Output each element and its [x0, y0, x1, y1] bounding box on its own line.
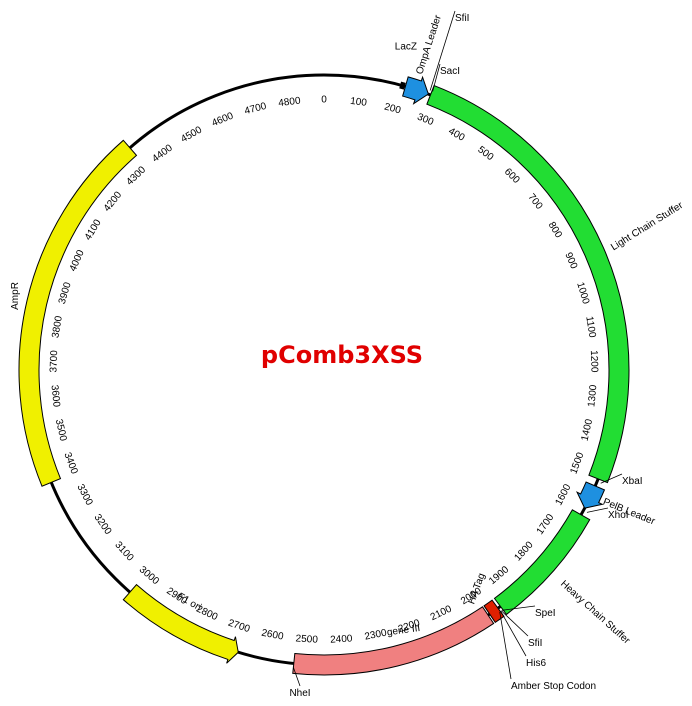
tick-label: 1300: [586, 384, 599, 408]
site-line-xhoi: [586, 507, 609, 513]
site-line-spei: [501, 605, 536, 611]
tick-label: 4100: [83, 217, 104, 242]
tick-label: 2800: [194, 604, 219, 624]
tick-label: 3000: [137, 564, 161, 587]
site-label-spei: SpeI: [535, 608, 556, 619]
tick-label: 4800: [278, 95, 302, 109]
tick-label: 700: [525, 192, 544, 212]
site-line-amber-stop-codon: [499, 611, 512, 680]
tick-label: 100: [350, 96, 368, 109]
feature-label-gene-iii: gene III: [386, 623, 421, 639]
tick-label: 800: [546, 220, 564, 240]
tick-label: 1000: [574, 281, 591, 306]
tick-label: 2700: [227, 618, 252, 636]
tick-label: 4200: [102, 189, 125, 214]
site-label-amber-stop-codon: Amber Stop Codon: [511, 681, 596, 692]
site-line-sfii: [429, 10, 456, 91]
tick-label: 3900: [57, 281, 74, 306]
tick-label: 3200: [92, 512, 114, 537]
feature-label-ampr: AmpR: [10, 282, 21, 310]
tick-label: 1400: [580, 418, 596, 443]
site-label-his6: His6: [526, 658, 546, 669]
site-label-nhei: NheI: [289, 688, 310, 699]
tick-label: 1200: [588, 350, 600, 373]
site-line-xbai: [600, 473, 623, 484]
feature-f1-ori: [122, 583, 239, 664]
tick-label: 300: [415, 112, 435, 129]
tick-label: 3100: [112, 540, 135, 564]
tick-label: 900: [562, 251, 579, 271]
site-label-xhoi: XhoI: [608, 510, 629, 521]
tick-label: 0: [321, 95, 327, 106]
feature-label-lacz: LacZ: [395, 41, 417, 52]
tick-label: 4700: [243, 101, 268, 117]
feature-label-light-chain-stuffer: Light Chain Stuffer: [609, 200, 685, 253]
tick-label: 2400: [330, 633, 353, 645]
tick-label: 3700: [48, 350, 60, 373]
site-label-xbai: XbaI: [622, 476, 643, 487]
tick-label: 4600: [210, 110, 235, 129]
feature-pelb-leader: [575, 481, 606, 509]
feature-ampr: [18, 139, 138, 487]
tick-label: 1500: [569, 451, 587, 476]
tick-label: 3600: [49, 384, 62, 408]
tick-label: 2300: [364, 628, 388, 643]
feature-lacz: [399, 81, 406, 90]
site-line-saci: [432, 63, 441, 92]
tick-label: 3300: [74, 483, 94, 508]
feature-light-chain-stuffer: [426, 84, 630, 484]
tick-label: 2500: [295, 633, 318, 645]
feature-gene-iii: [292, 606, 495, 676]
tick-label: 4300: [124, 164, 148, 188]
site-label-sfii: SfiI: [528, 638, 542, 649]
tick-label: 1900: [487, 564, 511, 587]
tick-label: 2600: [260, 628, 284, 643]
tick-label: 1100: [583, 315, 597, 338]
site-label-saci: SacI: [440, 66, 460, 77]
tick-label: 4400: [150, 142, 175, 164]
tick-label: 4000: [68, 248, 87, 273]
site-line-sfii: [501, 610, 529, 637]
tick-label: 1800: [512, 539, 535, 563]
tick-label: 3800: [50, 315, 64, 339]
tick-label: 600: [502, 166, 522, 186]
feature-ompa-leader: [402, 75, 429, 105]
tick-label: 500: [475, 144, 495, 163]
site-line-nhei: [293, 667, 301, 687]
feature-heavy-chain-stuffer: [493, 509, 591, 616]
tick-label: 4500: [179, 124, 204, 145]
site-label-sfii: SfiI: [455, 13, 469, 24]
tick-label: 400: [446, 126, 466, 144]
tick-label: 3500: [53, 418, 69, 443]
tick-label: 200: [383, 102, 402, 117]
plasmid-title: pComb3XSS: [261, 341, 423, 369]
tick-label: 3400: [61, 451, 79, 476]
tick-label: 1600: [553, 482, 573, 507]
tick-label: 1700: [535, 512, 557, 537]
site-line-his6: [500, 611, 527, 657]
tick-label: 2100: [429, 603, 454, 623]
feature-label-heavy-chain-stuffer: Heavy Chain Stuffer: [558, 579, 632, 647]
